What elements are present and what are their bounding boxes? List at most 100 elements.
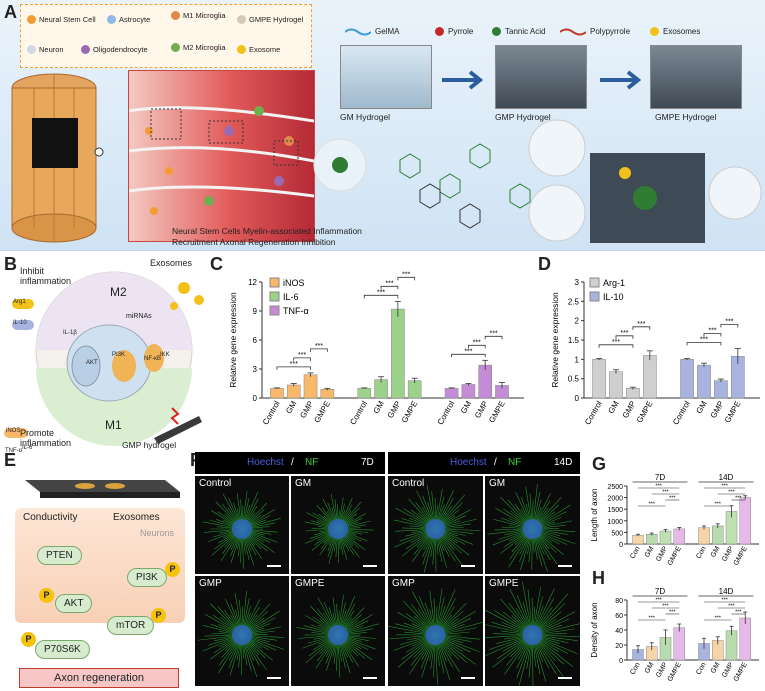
- inhibit-inflammation-label: Inhibit inflammation: [20, 266, 72, 286]
- legend-swatch-IL-6: [269, 291, 280, 302]
- bar-IL-6-GMPE: [407, 380, 422, 399]
- significance-label: ***: [700, 337, 708, 344]
- gm-hydrogel-cube: [340, 45, 432, 109]
- bar-IL-10-Control: [680, 359, 694, 399]
- bar-7D-GMPE: [673, 528, 685, 545]
- significance-label: ***: [473, 339, 481, 346]
- panel-letter-e: E: [4, 450, 17, 470]
- x-tick-label: GMP: [386, 400, 403, 420]
- significance-bracket: [615, 335, 634, 339]
- neurite-texture: [487, 484, 576, 572]
- tannic-acid-icon: [492, 27, 501, 36]
- significance-label: ***: [735, 610, 742, 616]
- significance-label: ***: [662, 490, 669, 496]
- m2-microglia-icon: [171, 43, 180, 52]
- header-7d: Hoechst / NF 7D: [195, 452, 385, 474]
- x-tick-label: Control: [348, 399, 369, 426]
- neurite-texture: [296, 595, 379, 679]
- oligodendrocyte-icon: [81, 45, 90, 54]
- significance-bracket: [276, 366, 311, 370]
- x-tick-label: GMP: [298, 400, 315, 420]
- y-tick-label: 9: [253, 307, 258, 316]
- marker-arg1: Arg1: [13, 299, 26, 305]
- nucleus-cluster: [328, 625, 348, 645]
- x-tick-label: GMP: [709, 400, 726, 420]
- bar-Arg-1-GMPE: [642, 355, 657, 399]
- micrograph-label: Control: [199, 478, 232, 489]
- x-tick-label: Control: [436, 399, 457, 426]
- cell-legend: Neural Stem Cell Astrocyte M1 Microglia …: [20, 4, 312, 68]
- micrograph-label: GM: [489, 478, 506, 489]
- y-tick-label: 1: [575, 355, 580, 364]
- marker-il1b: IL-1β: [63, 330, 77, 336]
- legend-label-Arg-1: Arg-1: [603, 278, 625, 288]
- bar-Arg-1-GM: [609, 371, 623, 399]
- bar-TNF-α-Control: [444, 388, 459, 399]
- arrow-gmp-to-gmpe-icon: [600, 70, 642, 90]
- x-tick-label: GMPE: [487, 400, 507, 425]
- x-tick-label: GM: [710, 661, 722, 674]
- neurite-texture: [202, 491, 281, 570]
- astrocyte-icon: [107, 15, 116, 24]
- x-tick-label: GMPE: [667, 545, 684, 567]
- label-gmpe-hydrogel: GMPE Hydrogel: [655, 112, 717, 122]
- legend-neuron: Neuron: [27, 45, 64, 54]
- bar-iNOS-GMP: [303, 374, 318, 399]
- hydrogel-slab-icon: [25, 480, 180, 498]
- y-tick-label: 6: [253, 336, 258, 345]
- node-pten: PTEN: [37, 546, 82, 565]
- legend-swatch-IL-10: [589, 291, 600, 302]
- neurite-texture: [485, 581, 580, 686]
- day-14d-label: 14D: [554, 457, 573, 468]
- bar-14D-GM: [712, 525, 724, 545]
- y-tick-label: 12: [248, 278, 257, 287]
- y-tick-label: 500: [611, 530, 623, 537]
- node-mtor: mTOR: [107, 616, 155, 635]
- significance-label: ***: [464, 348, 472, 355]
- x-tick-label: Con: [629, 661, 642, 676]
- legend-label: GMPE Hydrogel: [249, 15, 304, 24]
- significance-bracket: [380, 285, 399, 290]
- bar-TNF-α-GM: [461, 384, 476, 399]
- bar-IL-6-Control: [357, 388, 372, 399]
- significance-label: ***: [490, 330, 498, 337]
- x-tick-label: GMP: [721, 661, 735, 679]
- gmpe-hydrogel-icon: [237, 15, 246, 24]
- group-label-7D: 7D: [655, 473, 665, 482]
- legend-swatch-iNOS: [269, 277, 280, 288]
- micrograph-14d-gm: GM: [485, 476, 580, 574]
- micrograph-label: GMPE: [295, 578, 325, 589]
- stain-nf: NF: [508, 457, 522, 468]
- x-tick-label: GMPE: [733, 661, 750, 683]
- group-label-14D: 14D: [719, 473, 734, 482]
- significance-label: ***: [728, 604, 735, 610]
- phospho-badge-p70s6k: P: [21, 632, 36, 647]
- significance-label: ***: [649, 616, 656, 622]
- panel-letter-d: D: [538, 254, 551, 274]
- x-tick-label: Con: [695, 545, 708, 560]
- injury-site-cells: [128, 106, 315, 215]
- y-tick-label: 1500: [607, 507, 623, 514]
- x-tick-label: Control: [261, 399, 282, 426]
- significance-bracket: [468, 344, 486, 349]
- x-tick-label: GMP: [655, 545, 669, 563]
- stain-hoechst: Hoechst: [247, 457, 284, 468]
- significance-bracket: [397, 276, 416, 281]
- panel-letter-a: A: [4, 2, 17, 22]
- bar-14D-GMPE: [739, 617, 751, 661]
- micrograph-label: GMP: [392, 578, 415, 589]
- macrophage-schematic: [4, 271, 204, 446]
- nucleus-cluster: [232, 519, 252, 539]
- significance-label: ***: [669, 610, 676, 616]
- micrograph-14d-gmpe: GMPE: [485, 576, 580, 686]
- legend-neural-stem-cell: Neural Stem Cell: [27, 15, 96, 24]
- bar-TNF-α-GMP: [478, 364, 493, 399]
- y-tick-label: 2500: [607, 484, 623, 491]
- bar-iNOS-GM: [286, 384, 301, 399]
- y-tick-label: 0: [619, 542, 623, 549]
- material-gelma: GelMA: [375, 27, 400, 36]
- neuron-membrane-region: [15, 508, 185, 623]
- gelma-icon: [345, 28, 371, 36]
